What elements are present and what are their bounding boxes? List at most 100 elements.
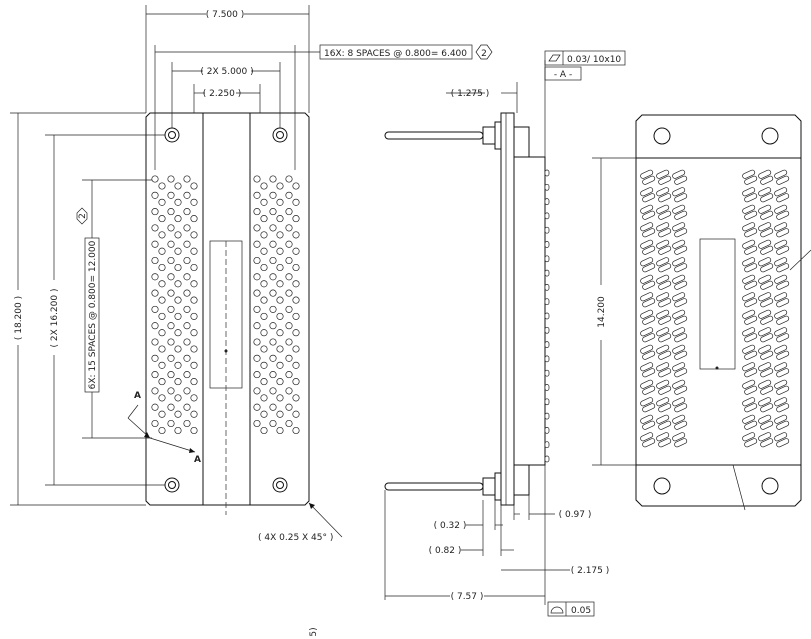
pin-contact xyxy=(544,183,550,191)
pin-contact xyxy=(183,387,191,395)
pin-contact xyxy=(640,187,654,197)
pin-contact xyxy=(285,387,293,395)
pin-contact xyxy=(167,338,175,346)
pin-contact xyxy=(774,257,788,267)
pin-contact xyxy=(544,398,550,406)
pin-contact xyxy=(292,394,300,402)
pin-contact xyxy=(190,329,198,337)
mounting-hole-bottom-right xyxy=(272,477,288,493)
pin-array-right xyxy=(253,175,300,435)
pin-contact xyxy=(158,345,166,353)
pin-contact xyxy=(158,410,166,418)
pin-contact xyxy=(158,247,166,255)
pin-contact xyxy=(642,280,656,290)
pin-contact xyxy=(544,198,550,205)
pin-contact xyxy=(167,371,175,379)
pin-contact xyxy=(260,329,268,337)
pin-contact xyxy=(544,169,550,177)
pin-contact xyxy=(253,289,261,297)
pin-contact xyxy=(658,385,672,395)
pin-contact xyxy=(253,240,261,248)
pin-contact xyxy=(253,354,261,362)
pin-contact xyxy=(774,362,788,372)
pin-contact xyxy=(760,280,774,290)
pin-contact xyxy=(774,274,788,284)
pin-contact xyxy=(167,240,175,248)
pin-contact xyxy=(167,387,175,395)
pin-contact xyxy=(640,344,654,354)
pin-contact xyxy=(151,371,159,379)
pin-contact xyxy=(774,379,788,389)
pin-contact xyxy=(174,329,182,337)
pin-contact xyxy=(167,191,175,199)
pin-contact xyxy=(658,368,672,378)
pin-contact xyxy=(658,193,672,203)
pin-contact xyxy=(544,269,550,277)
pin-contact xyxy=(158,361,166,369)
pin-contact xyxy=(672,327,686,337)
mounting-hole-bottom-left xyxy=(164,477,180,493)
pin-contact xyxy=(174,215,182,223)
pin-contact xyxy=(183,240,191,248)
pin-contact xyxy=(656,397,670,407)
pin-contact xyxy=(658,438,672,448)
pin-contact xyxy=(658,350,672,360)
pin-contact xyxy=(760,298,774,308)
pin-contact xyxy=(260,345,268,353)
pin-contact xyxy=(183,371,191,379)
pin-contact xyxy=(658,175,672,185)
pin-contact xyxy=(760,368,774,378)
pin-contact xyxy=(744,420,758,430)
pin-contact xyxy=(285,240,293,248)
pin-contact xyxy=(774,169,788,179)
pin-contact xyxy=(253,305,261,313)
pin-contact xyxy=(640,327,654,337)
pin-contact xyxy=(190,231,198,239)
pin-contact xyxy=(742,222,756,232)
pin-contact xyxy=(758,292,772,302)
pin-contact xyxy=(640,397,654,407)
pin-contact xyxy=(151,191,159,199)
pin-contact xyxy=(640,379,654,389)
pin-contact xyxy=(544,326,550,334)
pin-contact xyxy=(758,204,772,214)
pin-contact xyxy=(276,345,284,353)
dim-2250: ( 2.250 ) xyxy=(203,89,242,99)
pin-contact xyxy=(642,385,656,395)
pin-contact xyxy=(276,361,284,369)
pin-contact xyxy=(744,210,758,220)
pin-contact xyxy=(269,322,277,330)
note-flag-2-top: 2 xyxy=(481,49,487,59)
pin-contact xyxy=(774,414,788,424)
pin-contact xyxy=(640,204,654,214)
pin-contact xyxy=(656,204,670,214)
pin-contact xyxy=(151,419,159,428)
pin-contact xyxy=(292,312,300,320)
pin-contact xyxy=(640,414,654,424)
pin-contact xyxy=(776,333,790,343)
pin-contact xyxy=(269,175,277,183)
pin-contact xyxy=(260,263,268,272)
pin-contact xyxy=(158,296,166,304)
pin-contact xyxy=(167,305,175,313)
pin-contact xyxy=(642,245,656,255)
pin-contact xyxy=(151,240,159,248)
pin-contact xyxy=(642,350,656,360)
pin-contact xyxy=(151,305,159,313)
pin-contact xyxy=(672,344,686,354)
pin-contact xyxy=(744,245,758,255)
pin-contact xyxy=(260,215,268,223)
pin-contact xyxy=(253,419,261,428)
pin-contact xyxy=(776,175,790,185)
pin-contact xyxy=(774,204,788,214)
pin-contact xyxy=(269,419,277,428)
pin-contact xyxy=(760,263,774,273)
pin-contact xyxy=(292,410,300,418)
pin-contact xyxy=(656,309,670,319)
pin-contact xyxy=(285,273,293,281)
pin-contact xyxy=(260,378,268,386)
pin-contact xyxy=(174,426,182,435)
pin-contact xyxy=(656,414,670,424)
pin-contact xyxy=(742,327,756,337)
pin-contact xyxy=(674,228,688,238)
